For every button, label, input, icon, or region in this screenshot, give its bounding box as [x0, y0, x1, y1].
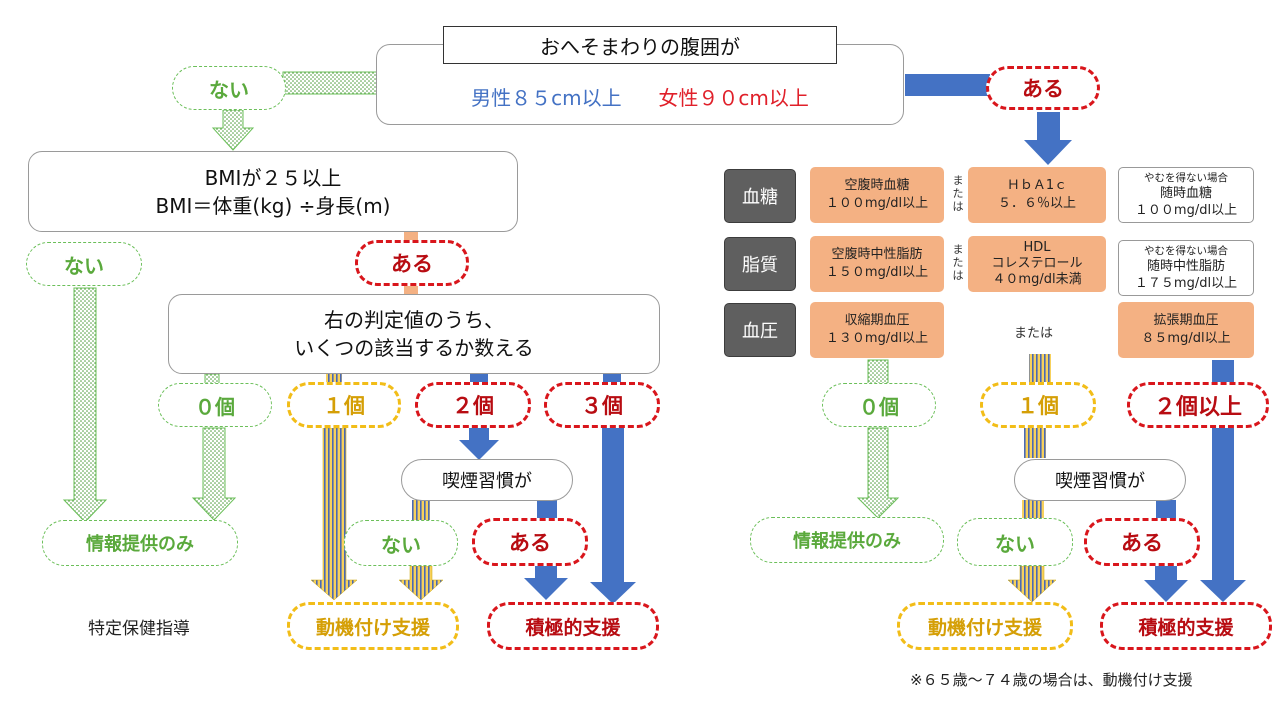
- arrow-left-0-down: [191, 427, 237, 521]
- right-motivation-support: 動機付け支援: [897, 602, 1073, 650]
- diastolic-label: 拡張期血圧: [1153, 313, 1219, 328]
- left-info-only: 情報提供のみ: [42, 520, 238, 566]
- right-smoking-question: 喫煙習慣が: [1014, 459, 1186, 501]
- arrow-right-2plus-down: [1200, 428, 1246, 602]
- left-count-2: ２個: [415, 382, 531, 428]
- hba1c-value: ５．６％以上: [997, 196, 1076, 211]
- diastolic-box: 拡張期血圧 ８５mg/dl以上: [1118, 302, 1254, 358]
- arrow-top-yes-down: [1024, 112, 1072, 165]
- random-triglyceride-box: やむを得ない場合 随時中性脂肪 １７５mg/dl以上: [1118, 240, 1254, 296]
- left-smoke-no-label: ない: [344, 520, 458, 566]
- bmi-no-label: ない: [26, 242, 142, 286]
- bmi-yes-label: ある: [355, 240, 469, 286]
- fasting-triglyceride-value: １５０mg/dl以上: [825, 265, 929, 280]
- arrow-top-no-down: [211, 109, 255, 151]
- systolic-box: 収縮期血圧 １３０mg/dl以上: [810, 302, 944, 358]
- hdl-box: HDL コレステロール ４０mg/dl未満: [968, 236, 1106, 292]
- or-blood-sugar: または: [952, 174, 964, 213]
- hba1c-label: ＨｂＡ1ｃ: [1006, 178, 1068, 193]
- systolic-label: 収縮期血圧: [844, 313, 910, 328]
- fasting-triglyceride-label: 空腹時中性脂肪: [831, 247, 923, 262]
- arrow-top-yes-horizontal: [905, 74, 990, 96]
- bmi-box: BMIが２５以上 BMI＝体重(kg) ÷身長(m): [28, 151, 518, 232]
- category-lipid: 脂質: [724, 237, 796, 291]
- random-triglyceride-note: やむを得ない場合: [1144, 245, 1228, 257]
- fasting-glucose-label: 空腹時血糖: [844, 178, 910, 193]
- right-smoke-yes-label: ある: [1084, 518, 1200, 566]
- hba1c-box: ＨｂＡ1ｃ ５．６％以上: [968, 167, 1106, 223]
- or-blood-pressure: または: [1014, 326, 1054, 341]
- connector-bmi-yes-2: [404, 286, 418, 296]
- left-active-support: 積極的支援: [487, 602, 659, 650]
- left-smoke-yes-label: ある: [472, 518, 588, 566]
- count-criteria-box: 右の判定値のうち、 いくつの該当するか数える: [168, 294, 660, 374]
- arrow-bmi-no-down: [62, 287, 108, 523]
- left-motivation-support: 動機付け支援: [287, 602, 459, 650]
- fasting-triglyceride-box: 空腹時中性脂肪 １５０mg/dl以上: [810, 236, 944, 292]
- random-triglyceride-label: 随時中性脂肪: [1146, 259, 1225, 274]
- count-line2: いくつの該当するか数える: [294, 336, 534, 360]
- age-note: ※６５歳～７４歳の場合は、動機付け支援: [910, 671, 1193, 689]
- hdl-label: HDL: [1023, 240, 1051, 255]
- systolic-value: １３０mg/dl以上: [825, 331, 929, 346]
- left-count-3: ３個: [544, 382, 660, 428]
- left-count-0: ０個: [158, 383, 272, 427]
- hdl-label-2: コレステロール: [991, 256, 1083, 271]
- fasting-glucose-box: 空腹時血糖 １００mg/dl以上: [810, 167, 944, 223]
- fasting-glucose-value: １００mg/dl以上: [825, 196, 929, 211]
- random-glucose-note: やむを得ない場合: [1144, 172, 1228, 184]
- bmi-line1: BMIが２５以上: [204, 165, 342, 190]
- program-name: 特定保健指導: [88, 619, 190, 639]
- random-glucose-label: 随時血糖: [1159, 186, 1212, 201]
- left-smoking-question: 喫煙習慣が: [401, 459, 573, 501]
- right-smoke-no-label: ない: [957, 518, 1073, 566]
- arrow-left-2-down: [459, 428, 499, 460]
- random-glucose-box: やむを得ない場合 随時血糖 １００mg/dl以上: [1118, 167, 1254, 223]
- random-triglyceride-value: １７５mg/dl以上: [1134, 276, 1238, 291]
- male-criterion: 男性８５cm以上: [471, 86, 622, 110]
- arrow-left-smoke-no-down: [398, 565, 444, 601]
- random-glucose-value: １００mg/dl以上: [1134, 203, 1238, 218]
- arrow-top-no-horizontal: [282, 71, 379, 95]
- arrow-left-1-down: [310, 427, 358, 601]
- bmi-line2: BMI＝体重(kg) ÷身長(m): [155, 193, 391, 218]
- right-info-only: 情報提供のみ: [750, 517, 944, 563]
- or-lipid: または: [952, 243, 964, 282]
- right-count-0: ０個: [822, 383, 936, 427]
- waist-title: おへそまわりの腹囲が: [443, 26, 837, 64]
- category-blood-sugar: 血糖: [724, 169, 796, 223]
- left-count-1: １個: [287, 382, 401, 428]
- arrow-right-0-down: [856, 427, 900, 519]
- top-yes-label: ある: [986, 66, 1100, 110]
- arrow-left-smoke-yes-down: [524, 566, 568, 600]
- arrow-left-3-down: [590, 428, 636, 604]
- top-no-label: ない: [172, 66, 286, 110]
- category-blood-pressure: 血圧: [724, 303, 796, 357]
- female-criterion: 女性９０cm以上: [658, 86, 809, 110]
- hdl-value: ４０mg/dl未満: [992, 272, 1082, 287]
- right-count-1: １個: [980, 382, 1096, 428]
- arrow-right-smoke-no-down: [1007, 565, 1057, 603]
- right-active-support: 積極的支援: [1100, 602, 1272, 650]
- count-line1: 右の判定値のうち、: [324, 308, 504, 332]
- right-count-2plus: ２個以上: [1127, 382, 1269, 428]
- arrow-right-smoke-yes-down: [1144, 566, 1188, 602]
- diastolic-value: ８５mg/dl以上: [1141, 331, 1231, 346]
